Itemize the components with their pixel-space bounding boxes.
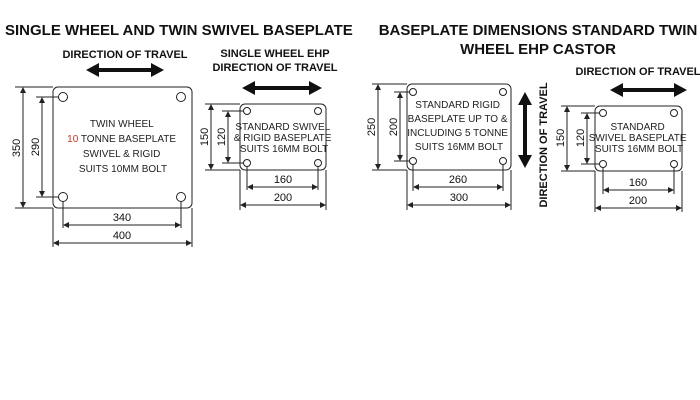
single-wheel-ehp-baseplate: SINGLE WHEEL EHP DIRECTION OF TRAVEL STA… xyxy=(199,48,338,210)
dim-hole-height: 200 xyxy=(388,118,400,136)
plate-label: TWIN WHEEL 10 TONNE BASEPLATE SWIVEL & R… xyxy=(67,119,179,175)
plate-outline xyxy=(594,105,683,172)
dim-hole-height: 120 xyxy=(575,129,587,147)
plate-outline xyxy=(239,103,327,171)
dim-outer-width: 200 xyxy=(274,192,292,204)
bolt-hole xyxy=(176,92,186,102)
plate-label: STANDARD SWIVEL & RIGID BASEPLATE SUITS … xyxy=(234,122,334,155)
twin-wheel-baseplate: DIRECTION OF TRAVEL TWIN WHEEL 10 TONNE … xyxy=(11,49,193,247)
bolt-hole xyxy=(176,192,186,202)
bolt-hole xyxy=(599,109,607,117)
dim-outer-height: 150 xyxy=(199,128,211,146)
bolt-hole xyxy=(243,107,251,115)
dim-hole-height: 290 xyxy=(30,138,42,156)
right-title-line1: BASEPLATE DIMENSIONS STANDARD TWIN xyxy=(379,22,698,39)
bolt-hole xyxy=(499,157,507,165)
bolt-hole xyxy=(314,159,322,167)
bolt-hole xyxy=(670,160,678,168)
direction-of-travel-label: DIRECTION OF TRAVEL xyxy=(575,66,700,78)
left-title: SINGLE WHEEL AND TWIN SWIVEL BASEPLATE xyxy=(5,22,353,39)
bolt-hole xyxy=(409,88,417,96)
right-title-line2: WHEEL EHP CASTOR xyxy=(460,41,616,58)
plate-label: STANDARD SWIVEL BASEPLATE SUITS 16MM BOL… xyxy=(589,122,690,155)
dim-outer-width: 200 xyxy=(629,195,647,207)
double-arrow-icon xyxy=(86,63,164,77)
plate-label: STANDARD RIGID BASEPLATE UP TO & INCLUDI… xyxy=(407,100,511,153)
bolt-hole xyxy=(499,88,507,96)
bolt-hole xyxy=(243,159,251,167)
plate-outline xyxy=(406,83,512,171)
dim-hole-width: 260 xyxy=(449,174,467,186)
dim-hole-width: 160 xyxy=(274,174,292,186)
double-arrow-icon xyxy=(610,83,687,97)
bolt-hole xyxy=(314,107,322,115)
plate-outline xyxy=(52,86,193,209)
direction-of-travel-label: DIRECTION OF TRAVEL xyxy=(62,49,187,61)
heading-line1: SINGLE WHEEL EHP xyxy=(220,48,329,60)
bolt-hole xyxy=(599,160,607,168)
dim-outer-height: 150 xyxy=(555,129,567,147)
double-arrow-icon xyxy=(242,81,322,95)
direction-of-travel-label: DIRECTION OF TRAVEL xyxy=(212,62,337,74)
vertical-double-arrow-icon xyxy=(518,92,532,168)
direction-of-travel-label: DIRECTION OF TRAVEL xyxy=(538,82,550,207)
dim-outer-width: 300 xyxy=(450,192,468,204)
bolt-hole xyxy=(409,157,417,165)
dim-outer-height: 250 xyxy=(366,118,378,136)
dim-hole-height: 120 xyxy=(216,128,228,146)
dim-outer-height: 350 xyxy=(11,139,23,157)
bolt-hole xyxy=(58,92,68,102)
dim-outer-width: 400 xyxy=(113,230,131,242)
standard-rigid-baseplate: STANDARD RIGID BASEPLATE UP TO & INCLUDI… xyxy=(366,82,550,210)
dim-hole-width: 160 xyxy=(629,177,647,189)
dim-hole-width: 340 xyxy=(113,212,131,224)
bolt-hole xyxy=(670,109,678,117)
bolt-hole xyxy=(58,192,68,202)
standard-swivel-baseplate: DIRECTION OF TRAVEL STANDARD SWIVEL BASE… xyxy=(555,66,700,212)
